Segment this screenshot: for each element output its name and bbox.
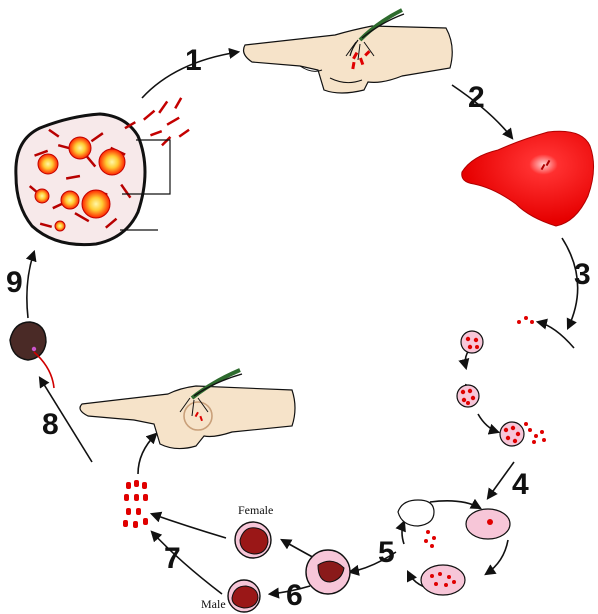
arrow-ring-top xyxy=(430,501,480,508)
step-label-6: 6 xyxy=(286,581,303,611)
step-label-9: 9 xyxy=(6,268,23,298)
arrow-9 xyxy=(27,252,34,318)
arrow-ring-left xyxy=(402,522,404,544)
step-label-5: 5 xyxy=(378,538,395,568)
liver-stage-cells xyxy=(457,316,546,446)
gametes xyxy=(123,480,148,528)
female-gametocyte xyxy=(240,528,268,554)
female-label: Female xyxy=(238,504,273,516)
arrow-stage-c xyxy=(478,414,498,432)
step-label-8: 8 xyxy=(42,410,59,440)
arrow-female-gam xyxy=(152,514,226,538)
arrow-gam-up xyxy=(138,434,156,474)
step-label-7: 7 xyxy=(164,544,181,574)
step-label-4: 4 xyxy=(512,470,529,500)
liver-icon xyxy=(462,131,594,226)
hand-top-icon xyxy=(244,10,453,93)
step-label-3: 3 xyxy=(574,260,591,290)
step-label-2: 2 xyxy=(468,83,485,113)
oocyst-icon xyxy=(16,97,190,244)
male-gametocyte xyxy=(232,586,258,608)
arrow-4 xyxy=(488,462,514,498)
midgut-icon xyxy=(10,322,54,388)
step-label-1: 1 xyxy=(185,46,202,76)
male-label: Male xyxy=(201,598,226,610)
arrow-male-gam xyxy=(152,532,222,594)
hand-bottom-icon xyxy=(80,370,295,449)
released-sporozoites xyxy=(143,97,190,146)
arrow-ring-right xyxy=(486,540,508,574)
